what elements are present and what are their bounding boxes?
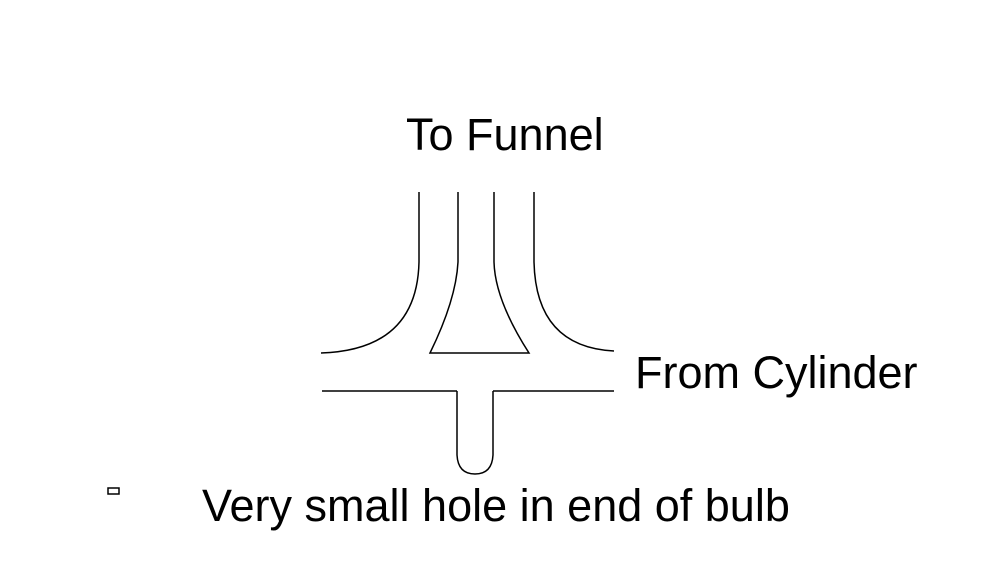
small-hole-marker [107,487,120,495]
inner-funnel [428,192,531,354]
label-small-hole: Very small hole in end of bulb [202,480,790,531]
outer-tube-left-wall [320,192,420,354]
label-from-cylinder: From Cylinder [635,347,918,398]
bulb [456,391,494,475]
outer-tube-right-wall [533,192,615,352]
label-to-funnel: To Funnel [406,109,604,160]
